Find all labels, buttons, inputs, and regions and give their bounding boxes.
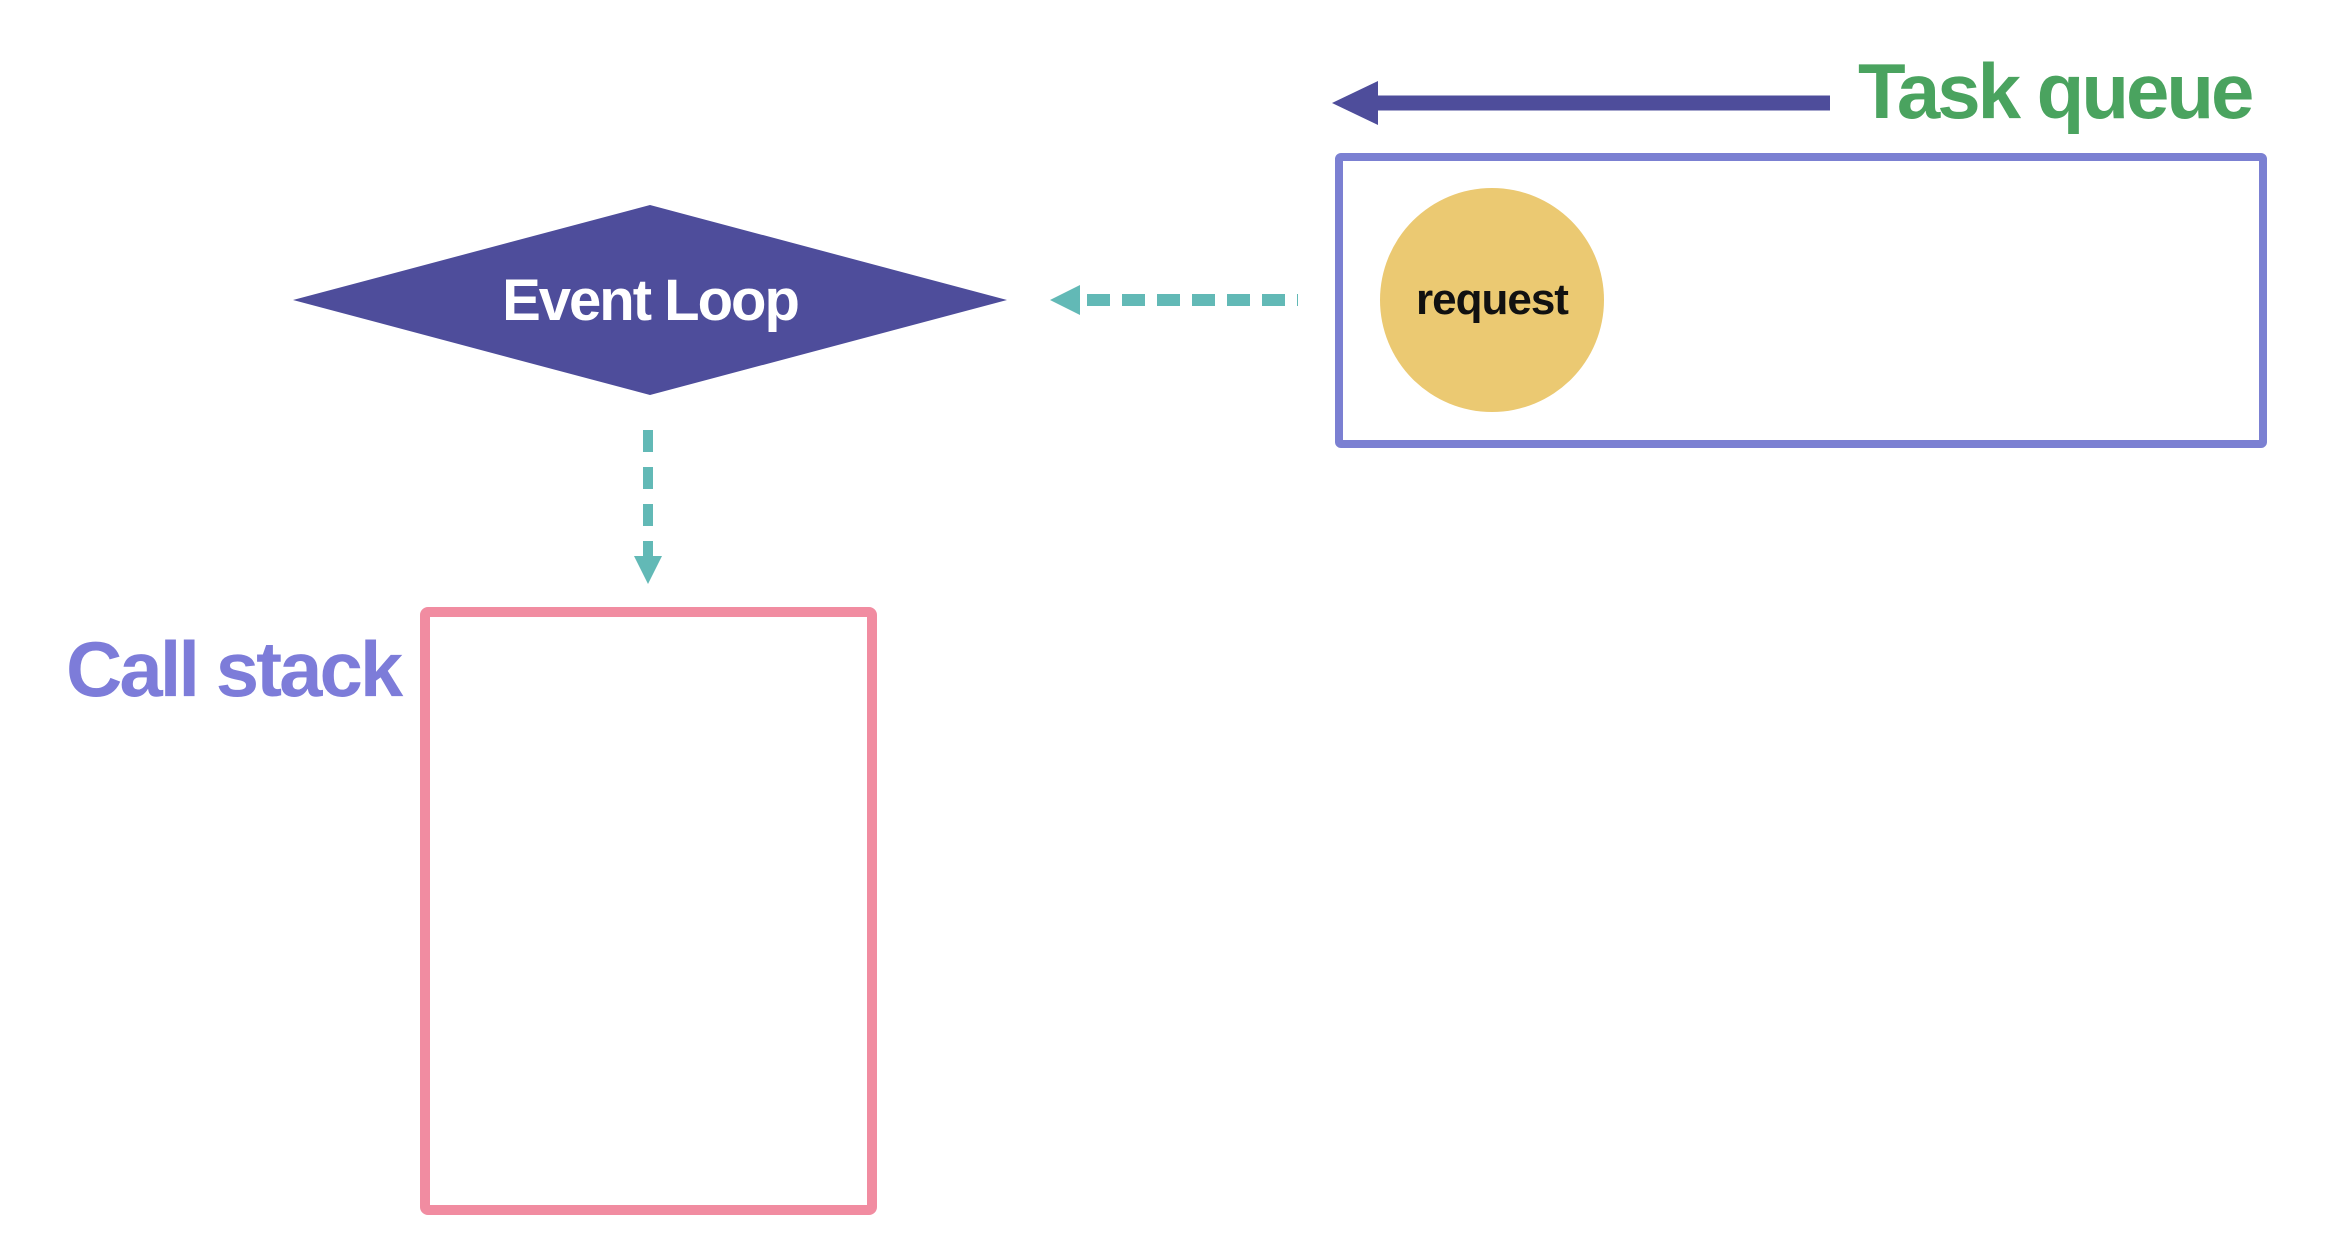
request-task-circle: request (1380, 188, 1604, 412)
queue-to-event-loop-arrow-head (1050, 285, 1080, 315)
call-stack-label: Call stack (66, 625, 403, 713)
call-stack-box (420, 607, 877, 1215)
request-task-label: request (1416, 275, 1569, 324)
task-queue-label: Task queue (1858, 47, 2254, 135)
event-loop-label: Event Loop (502, 267, 800, 333)
event-loop-diamond: Event Loop (293, 205, 1007, 395)
event-loop-to-call-stack-arrow-head (634, 556, 662, 584)
task-queue-flow-arrow-head (1332, 81, 1378, 125)
